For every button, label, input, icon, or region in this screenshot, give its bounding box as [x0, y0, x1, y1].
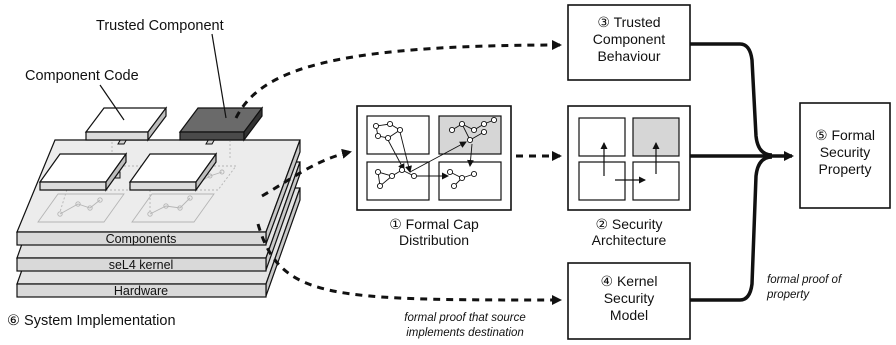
system-implementation-label: ⑥ System Implementation: [7, 313, 176, 329]
component-code-pointer: [99, 84, 125, 121]
arrow-trusted-to-behaviour: [234, 40, 562, 119]
trusted-behaviour-label-line1: ③ Trusted: [597, 14, 660, 30]
component-code-label: Component Code: [25, 68, 139, 84]
formal-cap-label-line1: ① Formal Cap: [389, 216, 479, 232]
system-implementation-stack: Hardware seL4 kernel Components: [16, 33, 301, 298]
security-architecture-label-line1: ② Security: [595, 216, 662, 232]
component-tile-lower-right: [128, 152, 218, 192]
kernel-layer-label: seL4 kernel: [109, 258, 174, 272]
trusted-component-behaviour-box: ③ Trusted Component Behaviour: [567, 4, 691, 81]
formal-security-property-box: ⑤ Formal Security Property: [799, 102, 891, 209]
component-tile-lower-left: [38, 152, 128, 192]
hardware-layer-label: Hardware: [114, 284, 168, 298]
source-proof-note-line2: implements destination: [406, 327, 524, 339]
security-architecture-box: [567, 105, 691, 211]
trusted-behaviour-label-line2: Component: [593, 31, 665, 47]
formal-property-label-line2: Security: [820, 144, 871, 160]
proof-convergence-arrows: [690, 42, 794, 302]
trusted-component-pointer: [211, 33, 227, 119]
arrow-stack-to-kernel-model: [256, 223, 562, 305]
kernel-security-model-box: ④ Kernel Security Model: [567, 262, 691, 340]
security-architecture-label-line2: Architecture: [592, 232, 667, 248]
property-proof-note-line2: property: [766, 289, 810, 301]
trusted-component-tile: [178, 106, 264, 142]
formal-cap-distribution-box: [356, 105, 512, 211]
source-proof-note-line1: formal proof that source: [404, 312, 525, 324]
trusted-component-label: Trusted Component: [96, 18, 224, 34]
formal-property-label-line3: Property: [819, 161, 872, 177]
components-layer-label: Components: [106, 232, 177, 246]
component-code-tile: [84, 106, 168, 142]
kernel-model-label-line2: Security: [604, 290, 655, 306]
formal-cap-label-line2: Distribution: [399, 232, 469, 248]
trusted-behaviour-label-line3: Behaviour: [597, 48, 660, 64]
property-proof-note-line1: formal proof of: [767, 274, 843, 286]
kernel-model-label-line3: Model: [610, 307, 648, 323]
formal-property-label-line1: ⑤ Formal: [815, 127, 875, 143]
kernel-model-label-line1: ④ Kernel: [601, 273, 658, 289]
